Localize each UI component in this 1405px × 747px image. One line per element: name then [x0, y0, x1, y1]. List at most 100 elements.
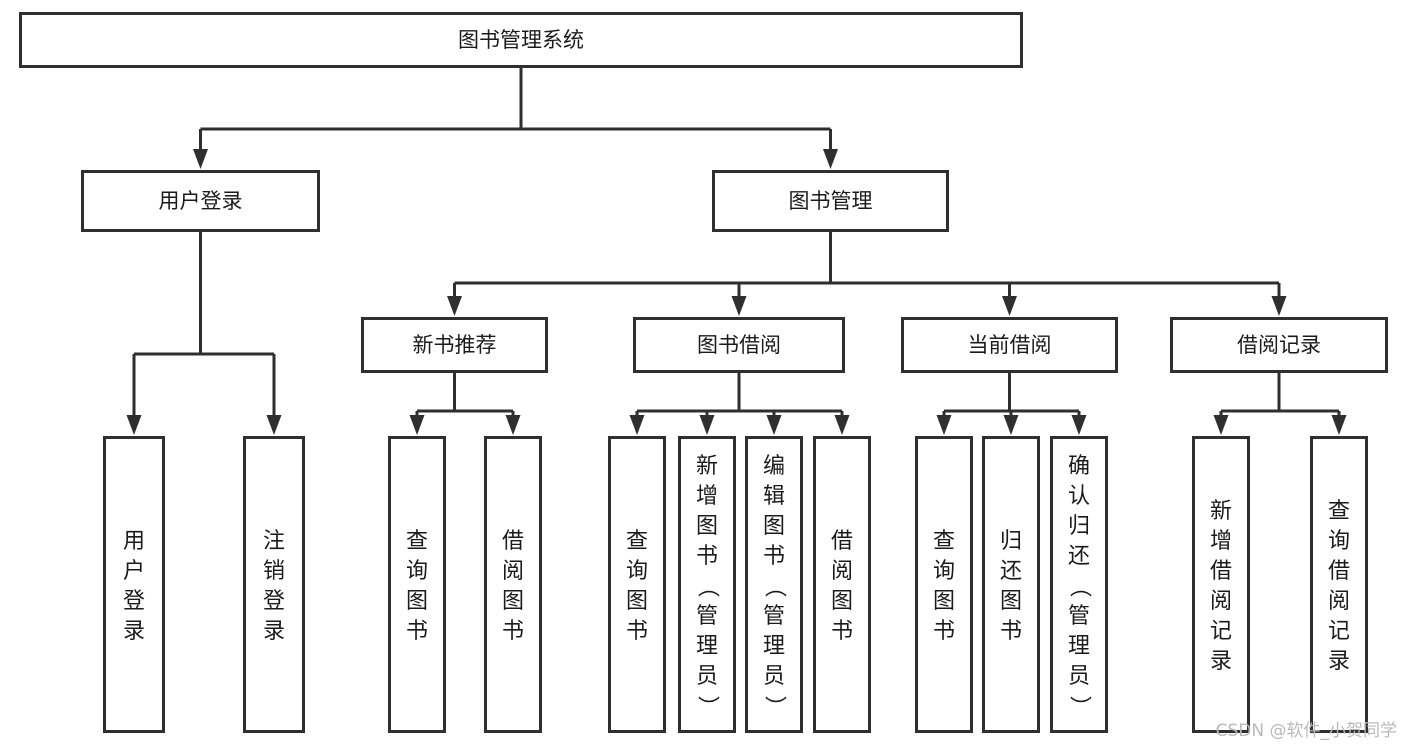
node-label-char: 增: [696, 484, 718, 509]
node-label-char: ）: [695, 695, 720, 717]
node-label-char: 理: [696, 634, 718, 659]
node-label-char: 图: [763, 514, 785, 539]
node-leaf-return-book[interactable]: 归还图书归还图书: [982, 436, 1040, 733]
node-leaf-query-book-2[interactable]: 查询图书查询图书: [608, 436, 666, 733]
node-label-char: 阅: [831, 559, 853, 584]
node-label-char: ）: [1067, 695, 1092, 717]
node-box: [1192, 436, 1250, 733]
node-label-char: 书: [406, 619, 428, 644]
node-label-char: ）: [762, 695, 787, 717]
connectors-layer: [126, 68, 1347, 435]
node-label-char: 辑: [763, 484, 785, 509]
node-label: 借阅记录: [1237, 333, 1321, 357]
arrow-head-icon: [1003, 415, 1019, 435]
node-leaf-borrow-book-1[interactable]: 借阅图书借阅图书: [484, 436, 542, 733]
node-label-char: 书: [831, 619, 853, 644]
node-label-char: 还: [1068, 544, 1090, 569]
node-label-char: 查: [933, 529, 955, 554]
node-box: [1310, 436, 1368, 733]
node-label-char: 借: [502, 529, 524, 554]
node-label-char: 书: [1000, 619, 1022, 644]
arrow-head-icon: [505, 415, 521, 435]
arrow-head-icon: [447, 296, 462, 316]
node-leaf-query-book-3[interactable]: 查询图书查询图书: [915, 436, 973, 733]
node-box: [915, 436, 973, 733]
node-label-char: 确: [1068, 454, 1090, 479]
node-leaf-query-book-1[interactable]: 查询图书查询图书: [388, 436, 446, 733]
node-label-char: 归: [1068, 514, 1090, 539]
arrow-head-icon: [699, 415, 715, 435]
node-label-char: 新: [1210, 499, 1232, 524]
node-user-login[interactable]: 用户登录: [81, 170, 320, 232]
node-box: [19, 12, 1023, 68]
node-root[interactable]: 图书管理系统: [19, 12, 1023, 68]
node-label-char: 理: [1068, 634, 1090, 659]
node-box: [361, 317, 548, 373]
node-box: [633, 317, 845, 373]
node-leaf-user-login[interactable]: 用户登录用户登录: [103, 436, 165, 733]
node-label-char: 登: [123, 589, 145, 614]
node-label-char: 新: [696, 454, 718, 479]
node-book-manage[interactable]: 图书管理: [712, 170, 949, 232]
node-box: [243, 436, 305, 733]
node-label-char: （: [1067, 575, 1092, 597]
node-label: 当前借阅: [968, 333, 1052, 357]
node-box: [712, 170, 949, 232]
node-label-char: 认: [1068, 484, 1090, 509]
node-label-char: 记: [1328, 619, 1350, 644]
node-label-char: 录: [1210, 649, 1232, 674]
nodes-layer: 图书管理系统用户登录图书管理新书推荐图书借阅当前借阅借阅记录用户登录用户登录注销…: [19, 12, 1388, 733]
node-leaf-add-record[interactable]: 新增借阅记录新增借阅记录: [1192, 436, 1250, 733]
csdn-watermark: CSDN @软件_小贺同学: [1215, 721, 1397, 741]
node-current-borrow[interactable]: 当前借阅: [901, 317, 1118, 373]
node-box: [678, 436, 736, 733]
node-book-borrow[interactable]: 图书借阅: [633, 317, 845, 373]
node-label-char: 录: [123, 619, 145, 644]
node-label: 图书借阅: [697, 333, 781, 357]
arrow-head-icon: [1271, 296, 1287, 316]
node-label-char: 增: [1210, 529, 1232, 554]
node-borrow-record[interactable]: 借阅记录: [1170, 317, 1388, 373]
node-label-char: 查: [626, 529, 648, 554]
node-new-book-rec[interactable]: 新书推荐: [361, 317, 548, 373]
node-label: 用户登录: [159, 189, 243, 213]
node-label-char: 阅: [502, 559, 524, 584]
node-leaf-logout[interactable]: 注销登录注销登录: [243, 436, 305, 733]
node-box: [608, 436, 666, 733]
node-box: [1050, 436, 1108, 733]
node-label-char: 归: [1000, 529, 1022, 554]
node-box: [484, 436, 542, 733]
node-label-char: 询: [933, 559, 955, 584]
node-label-char: 注: [263, 529, 285, 554]
arrow-head-icon: [731, 296, 747, 316]
node-label-char: 录: [1328, 649, 1350, 674]
node-box: [813, 436, 871, 733]
node-box: [81, 170, 320, 232]
node-label-char: 阅: [1328, 589, 1350, 614]
arrow-head-icon: [266, 415, 282, 435]
node-label-char: 理: [763, 634, 785, 659]
node-label-char: 图: [831, 589, 853, 614]
node-label-char: 记: [1210, 619, 1232, 644]
arrow-head-icon: [193, 149, 208, 169]
node-leaf-query-record[interactable]: 查询借阅记录查询借阅记录: [1310, 436, 1368, 733]
arrow-head-icon: [766, 415, 782, 435]
node-label-char: 询: [1328, 529, 1350, 554]
arrow-head-icon: [126, 415, 142, 435]
node-label-char: 查: [406, 529, 428, 554]
node-leaf-borrow-book-2[interactable]: 借阅图书借阅图书: [813, 436, 871, 733]
node-label-char: 借: [1210, 559, 1232, 584]
node-box: [1170, 317, 1388, 373]
node-label-char: 查: [1328, 499, 1350, 524]
node-label-char: 员: [1068, 664, 1090, 689]
node-label-char: 管: [1068, 604, 1090, 629]
node-label-char: 员: [696, 664, 718, 689]
node-label-char: 询: [626, 559, 648, 584]
node-label-char: 用: [123, 529, 145, 554]
arrow-head-icon: [823, 149, 838, 169]
node-label-char: 图: [406, 589, 428, 614]
